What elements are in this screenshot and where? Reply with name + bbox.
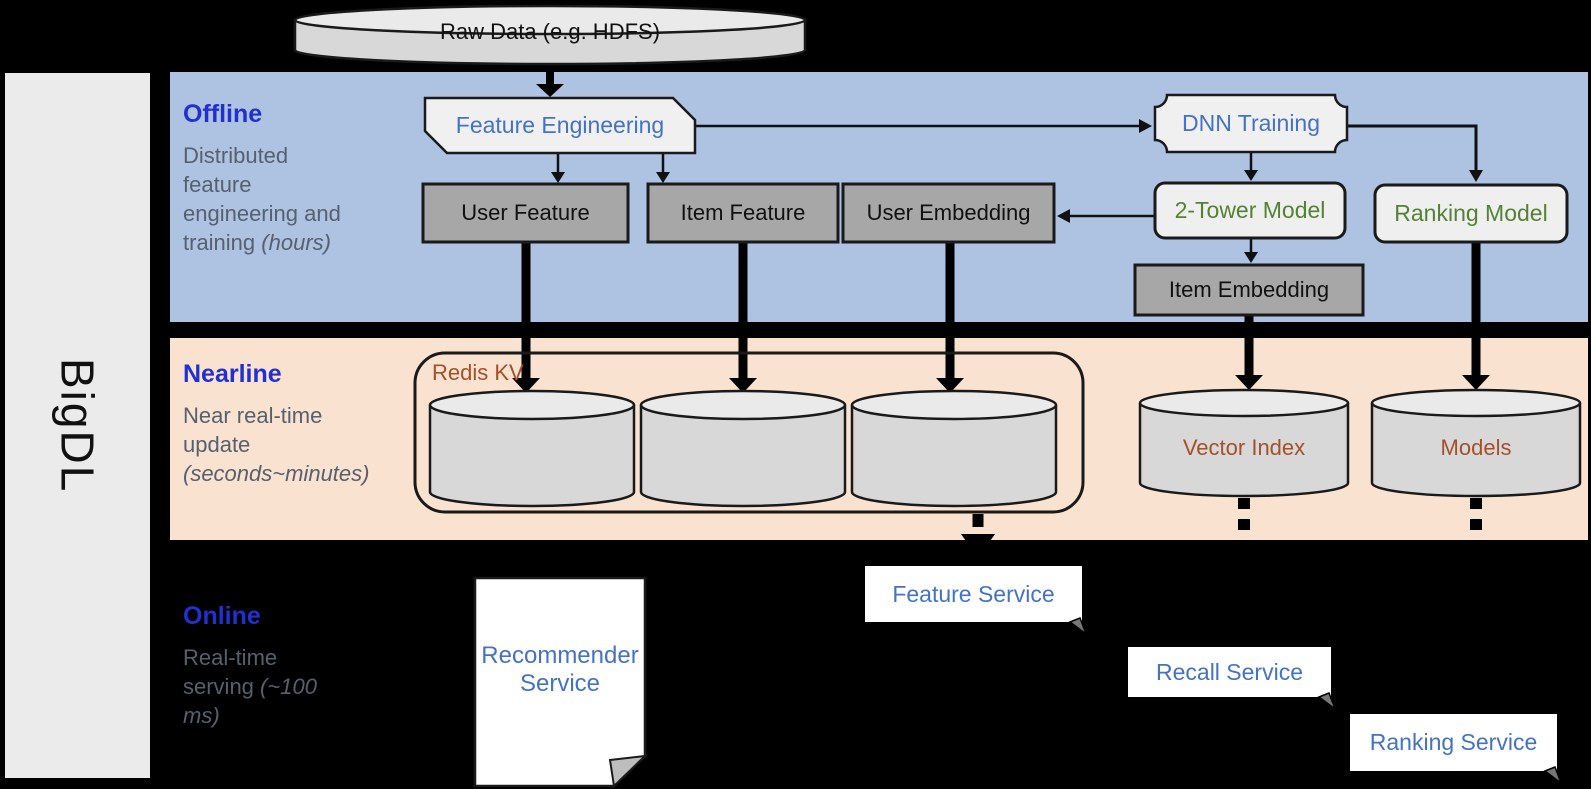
arrow-fe-to-dnn-training — [695, 119, 1152, 133]
online-title: Online — [183, 602, 261, 630]
item-embedding-shape — [1133, 263, 1365, 317]
bigdl-brand: BigDL — [51, 357, 104, 494]
ranking-model-shape — [1373, 183, 1569, 244]
item-feature-label: Item Feature — [680, 200, 806, 226]
folded-corner — [1543, 766, 1563, 786]
dashed-connectors — [961, 498, 1482, 558]
feature-service-label: Feature Service — [892, 580, 1055, 607]
nearline-subtitle: Near real-time update (seconds~minutes) — [183, 403, 370, 487]
feature-engineering-shape — [423, 96, 697, 155]
feature-service-shape — [865, 566, 1088, 637]
arrow-fe-to-item-feature — [656, 153, 670, 183]
arrow-fe-to-user-feature — [551, 153, 565, 183]
ranking-model-label: Ranking Model — [1394, 200, 1548, 227]
arrow-two-tower-to-item-embedding — [1244, 238, 1258, 263]
dnn-training-shape — [1153, 93, 1349, 154]
arrow-ranking-model-to-models — [1462, 242, 1490, 390]
arrow-two-tower-to-user-embedding — [1057, 209, 1155, 223]
recommender-service-label: Recommender Service — [481, 642, 639, 697]
nearline-section-label: Nearline Near real-time update (seconds~… — [183, 360, 378, 488]
redis-cylinder-2 — [639, 389, 847, 508]
item-feature-shape — [646, 182, 840, 244]
offline-section-label: Offline Distributed feature engineering … — [183, 100, 358, 257]
two-tower-model-label: 2-Tower Model — [1174, 197, 1326, 224]
vector-index-label: Vector Index — [1182, 435, 1306, 461]
recommender-service-document — [473, 576, 648, 789]
dashed-arrow-redis-to-feature-service — [961, 514, 995, 558]
redis-cylinder-1 — [428, 389, 636, 508]
folded-corner — [608, 754, 648, 789]
models-cylinder — [1370, 388, 1582, 498]
raw-data-cylinder — [293, 4, 807, 66]
models-label: Models — [1440, 435, 1512, 461]
recall-service-shape — [1128, 647, 1337, 712]
arrow-item-embedding-to-vector-index — [1235, 315, 1263, 390]
folded-corner — [1317, 692, 1337, 712]
arrow-dnn-to-ranking-model — [1347, 124, 1483, 182]
user-embedding-shape — [841, 182, 1056, 244]
redis-cylinder-3 — [850, 389, 1058, 508]
user-embedding-label: User Embedding — [866, 200, 1031, 226]
arrow-item-feature-to-redis — [729, 242, 757, 393]
offline-title: Offline — [183, 100, 263, 128]
ranking-service-label: Ranking Service — [1369, 729, 1538, 756]
arrow-user-embedding-to-redis — [936, 242, 964, 393]
redis-kv-label: Redis KV — [432, 360, 524, 386]
dnn-training-label: DNN Training — [1181, 110, 1321, 137]
raw-data-label: Raw Data (e.g. HDFS) — [439, 19, 661, 45]
folded-corner — [1068, 617, 1088, 637]
arrow-dnn-to-two-tower — [1244, 152, 1258, 181]
nearline-title: Nearline — [183, 360, 282, 388]
user-feature-label: User Feature — [461, 200, 590, 226]
user-feature-shape — [421, 182, 630, 244]
arrow-user-feature-to-redis — [512, 242, 540, 393]
two-tower-model-shape — [1153, 181, 1347, 240]
thin-arrows — [551, 119, 1483, 263]
feature-engineering-label: Feature Engineering — [455, 112, 665, 139]
recall-service-label: Recall Service — [1156, 658, 1303, 685]
item-embedding-label: Item Embedding — [1168, 277, 1330, 303]
offline-subtitle: Distributed feature engineering and trai… — [183, 143, 341, 256]
online-section-label: Online Real-time serving (~100 ms) — [183, 602, 323, 730]
vector-index-cylinder — [1138, 388, 1350, 498]
bigdl-sidebar: BigDL — [5, 73, 150, 778]
ranking-service-shape — [1350, 714, 1563, 786]
redis-kv-container — [413, 351, 1085, 514]
online-subtitle: Real-time serving (~100 ms) — [183, 645, 317, 729]
